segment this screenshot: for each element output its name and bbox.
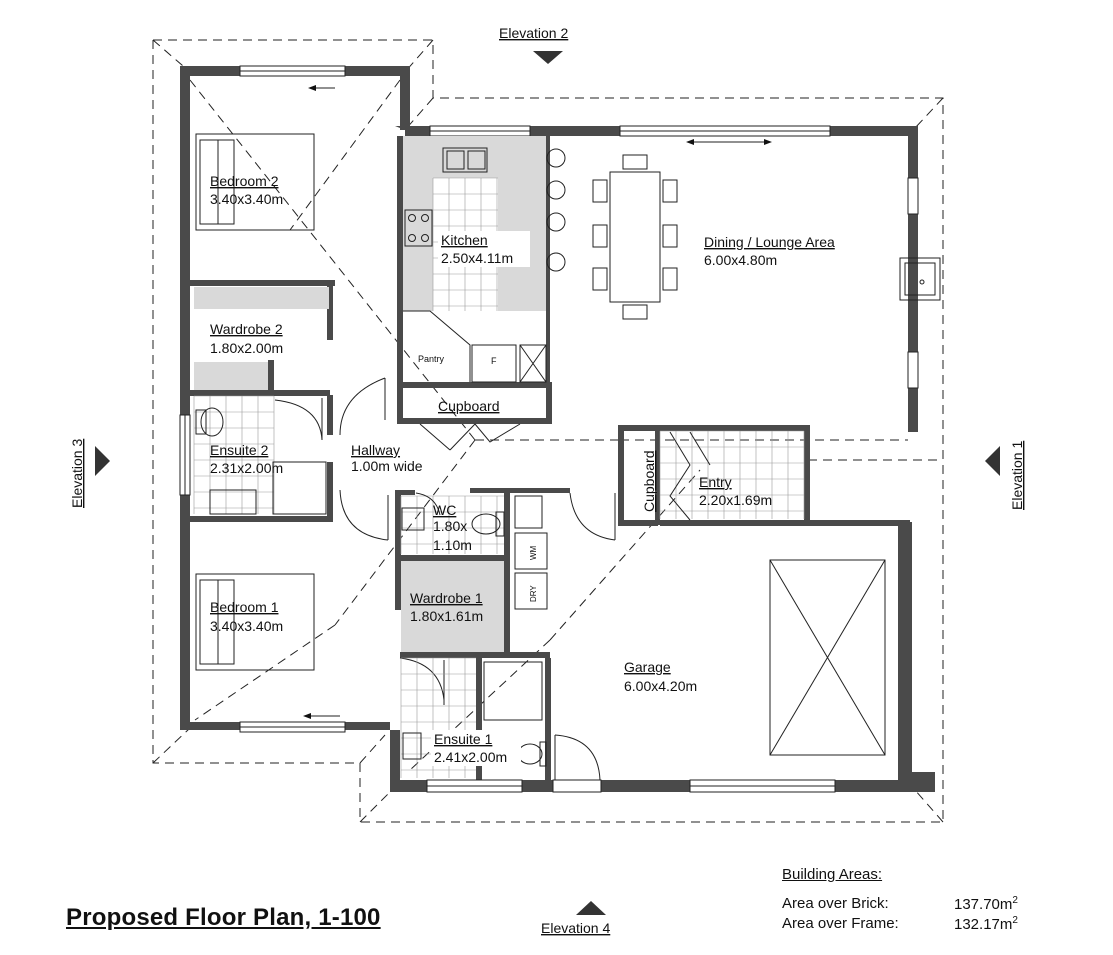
dining-table	[592, 154, 941, 320]
ensuite-2-fixtures	[193, 395, 327, 515]
bedroom-1-size: 3.40x3.40m	[210, 618, 283, 634]
area-brick-row: Area over Brick: 137.70m2	[782, 895, 1044, 915]
wc-name: WC	[433, 502, 456, 518]
area-brick-number: 137.70m	[954, 896, 1013, 913]
plan-title: Proposed Floor Plan, 1-100	[66, 904, 381, 931]
elevation-4-label: Elevation 4	[541, 920, 610, 936]
laundry-fixtures	[514, 492, 616, 610]
dining-name: Dining / Lounge Area	[704, 234, 835, 250]
area-brick-label: Area over Brick:	[782, 895, 889, 912]
area-frame-number: 132.17m	[954, 916, 1013, 933]
kitchen-size: 2.50x4.11m	[441, 250, 513, 266]
elevation-3-label: Elevation 3	[69, 439, 85, 508]
wardrobe-1-fixtures	[399, 561, 504, 705]
pantry-label: Pantry	[418, 354, 445, 364]
area-frame-value: 132.17m2	[954, 915, 1044, 935]
cupboard-label: Cupboard	[438, 398, 500, 414]
hallway-size: 1.00m wide	[351, 458, 423, 474]
area-frame-label: Area over Frame:	[782, 915, 899, 932]
entry-fixtures	[659, 430, 805, 521]
area-frame-row: Area over Frame: 132.17m2	[782, 915, 1044, 935]
beds	[195, 133, 315, 671]
ensuite-1-size: 2.41x2.00m	[434, 749, 507, 765]
ensuite-2-name: Ensuite 2	[210, 442, 269, 458]
dryer-label: DRY	[529, 585, 538, 602]
internal-walls	[190, 136, 910, 780]
wardrobe-1-name: Wardrobe 1	[410, 590, 483, 606]
garage-name: Garage	[624, 659, 671, 675]
wc-size-1: 1.80x	[433, 518, 467, 534]
entry-name: Entry	[699, 474, 732, 490]
hallway-name: Hallway	[351, 442, 400, 458]
windows	[179, 65, 919, 793]
kitchen-name: Kitchen	[441, 232, 488, 248]
bedroom-2-name: Bedroom 2	[210, 173, 279, 189]
building-areas-heading: Building Areas:	[782, 866, 883, 883]
external-walls	[180, 66, 935, 792]
labels: Elevation 2 Elevation 4 Elevation 3 Elev…	[69, 25, 1025, 936]
wc-size-2: 1.10m	[433, 537, 472, 553]
wardrobe-2-size: 1.80x2.00m	[210, 340, 283, 356]
entry-cupboard-label: Cupboard	[641, 451, 657, 513]
wc-fixtures	[400, 492, 505, 554]
dining-size: 6.00x4.80m	[704, 252, 777, 268]
area-frame-exponent: 2	[1012, 915, 1018, 926]
bedroom-2-size: 3.40x3.40m	[210, 191, 283, 207]
wardrobe-2-name: Wardrobe 2	[210, 321, 283, 337]
area-brick-exponent: 2	[1012, 895, 1018, 906]
wardrobe-2-fixtures	[194, 287, 329, 390]
entry-size: 2.20x1.69m	[699, 492, 772, 508]
bedroom-1-name: Bedroom 1	[210, 599, 279, 615]
hallway-doors	[339, 377, 521, 541]
garage-size: 6.00x4.20m	[624, 678, 697, 694]
area-brick-value: 137.70m2	[954, 895, 1044, 915]
wardrobe-1-size: 1.80x1.61m	[410, 608, 483, 624]
garage-door	[769, 559, 886, 756]
elevation-2-label: Elevation 2	[499, 25, 568, 41]
washing-machine-label: WM	[529, 545, 538, 560]
building-areas: Building Areas: Area over Brick: 137.70m…	[782, 866, 1044, 935]
ensuite-2-size: 2.31x2.00m	[210, 460, 283, 476]
elevation-markers	[95, 51, 1000, 915]
fridge-label: F	[491, 356, 497, 366]
slide-arrows	[303, 85, 772, 719]
ensuite-1-name: Ensuite 1	[434, 731, 493, 747]
elevation-1-label: Elevation 1	[1009, 441, 1025, 510]
